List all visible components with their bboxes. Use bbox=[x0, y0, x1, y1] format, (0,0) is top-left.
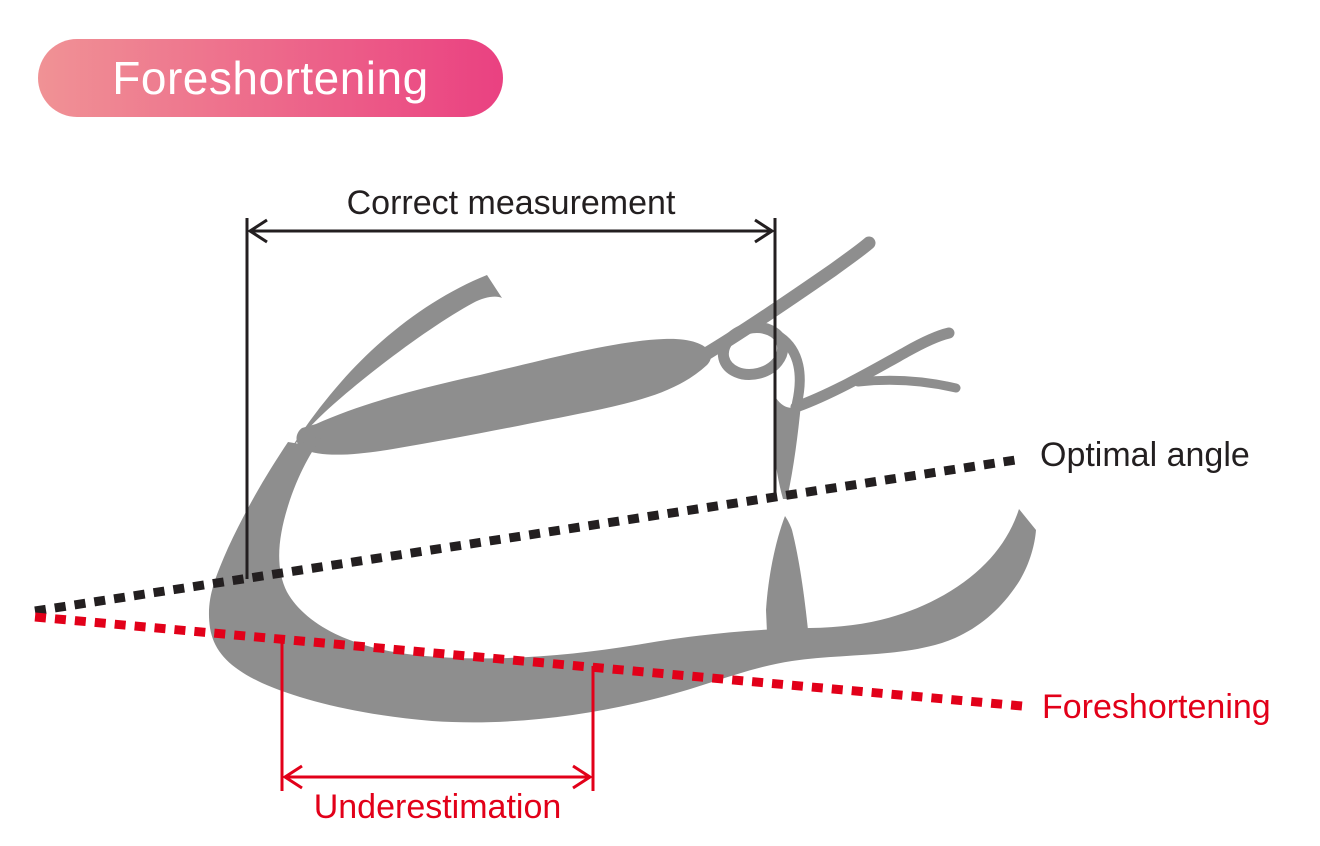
foreshortening-dotted-line bbox=[34, 612, 1023, 711]
vessel-branch-fork-upper bbox=[790, 327, 955, 413]
vessel-main-loop bbox=[208, 434, 1036, 723]
vessel-branch-fork-lower bbox=[853, 375, 961, 393]
underestimation-dimension bbox=[280, 637, 595, 791]
underestimation-label: Underestimation bbox=[313, 788, 562, 826]
vessel-illustration bbox=[208, 236, 1036, 723]
optimal-angle-dotted-line bbox=[34, 454, 1023, 616]
correct-measurement-dimension bbox=[245, 218, 777, 579]
correct-measurement-label: Correct measurement bbox=[346, 184, 676, 222]
optimal-angle-label: Optimal angle bbox=[1040, 436, 1250, 474]
vessel-crux-upper bbox=[773, 398, 801, 499]
title-badge: Foreshortening bbox=[38, 39, 503, 117]
correct-measurement-arrowheads bbox=[247, 218, 775, 244]
vessel-main-trunk bbox=[296, 338, 711, 455]
title-badge-label: Foreshortening bbox=[112, 52, 429, 104]
underestimation-arrowheads bbox=[282, 764, 593, 790]
foreshortening-line-label: Foreshortening bbox=[1042, 688, 1271, 726]
vessel-crux-lower bbox=[766, 516, 808, 633]
vessel-loop-to-crux bbox=[775, 332, 805, 408]
vessel-branch-upper-right bbox=[699, 236, 876, 361]
